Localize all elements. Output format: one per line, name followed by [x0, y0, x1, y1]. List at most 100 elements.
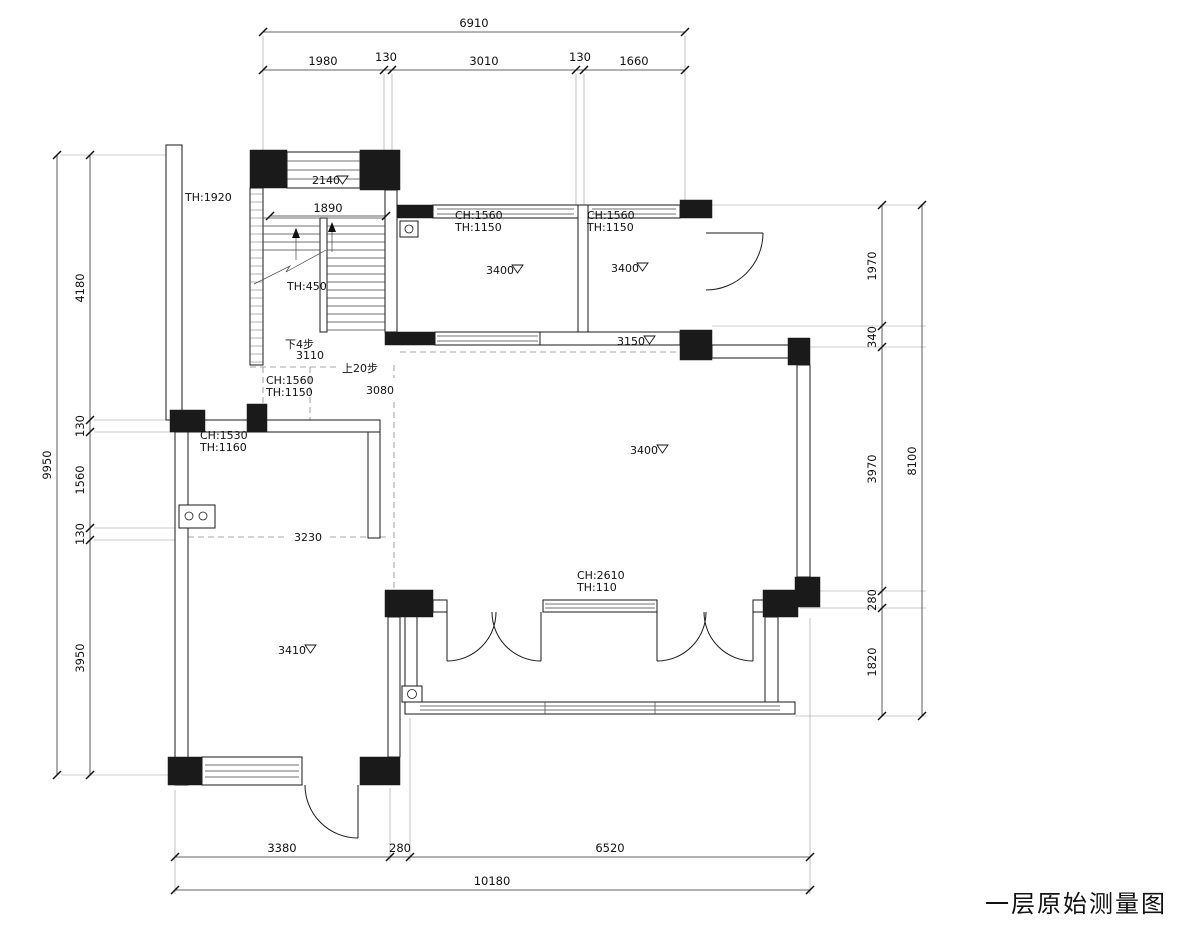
- label-th1920: TH:1920: [184, 191, 232, 204]
- kitchen-right-wall: [367, 431, 381, 539]
- bottom-room-door: [304, 784, 359, 839]
- dim-left-seg-5: 3950: [73, 643, 87, 672]
- drawing-title: 一层原始测量图: [985, 890, 1167, 918]
- column: [679, 199, 713, 219]
- stair-stringer: [319, 217, 328, 333]
- dim-left-seg-1: 4180: [73, 273, 87, 302]
- label-main-level: 3400: [630, 444, 658, 457]
- dim-right-seg-4: 280: [865, 589, 879, 611]
- doors: [304, 232, 764, 839]
- dim-right-seg-1: 1970: [865, 251, 879, 280]
- fixtures: [178, 220, 423, 703]
- dim-left-seg-3: 1560: [73, 465, 87, 494]
- stair-arrow-head: [292, 228, 300, 238]
- main-top-wall: [539, 331, 681, 346]
- dim-bottom-seg-2: 280: [389, 841, 411, 855]
- label-kitchen-th: TH:1160: [199, 441, 247, 454]
- level-marker-icon: [304, 644, 317, 654]
- label-room2-level: 3400: [611, 262, 639, 275]
- kitchen-sink: [178, 504, 216, 529]
- label-room1-level: 3400: [486, 264, 514, 277]
- dim-bottom-seg-1: 3380: [267, 841, 296, 855]
- annotations: TH:1920 2140 TH:450 下4步 3110 上20步 CH:156…: [184, 174, 669, 657]
- dim-top-seg-5: 1660: [619, 54, 648, 68]
- stairs: 1890: [253, 201, 391, 333]
- window-room1-top: [432, 204, 579, 219]
- entry-door: [705, 232, 764, 291]
- french-door-right: [656, 611, 754, 662]
- dim-top-seg-4: 130: [569, 50, 591, 64]
- label-3150: 3150: [617, 335, 645, 348]
- column: [246, 403, 268, 433]
- label-3110: 3110: [296, 349, 324, 362]
- level-marker-icon: [643, 335, 656, 345]
- stair-arrow-head-2: [328, 222, 336, 232]
- column: [169, 409, 206, 433]
- dim-stair-width: 1890: [313, 201, 342, 215]
- column: [679, 329, 713, 361]
- french-door-left: [446, 611, 542, 662]
- label-room2-th: TH:1150: [586, 221, 634, 234]
- level-marker-icon: [511, 264, 524, 274]
- label-understair-ch: CH:1560: [266, 374, 314, 387]
- column: [359, 756, 401, 786]
- label-up-20-steps: 上20步: [342, 362, 378, 375]
- label-bottom-room-level: 3410: [278, 644, 306, 657]
- stair-treads-right: [327, 217, 385, 331]
- column: [787, 337, 811, 366]
- label-room2-ch: CH:1560: [587, 209, 635, 222]
- label-3080: 3080: [366, 384, 394, 397]
- window-terrace-middle: [542, 599, 658, 613]
- dim-left-seg-4: 130: [73, 523, 87, 545]
- main-right-wall: [796, 364, 811, 578]
- reference-dashed-lines: [188, 351, 700, 600]
- label-3230: 3230: [294, 531, 322, 544]
- stair-break-line: [253, 249, 327, 285]
- label-room1-ch: CH:1560: [455, 209, 503, 222]
- exterior-left-upper-wall: [165, 144, 183, 421]
- label-understair-th: TH:1150: [265, 386, 313, 399]
- dim-bottom-seg-3: 6520: [595, 841, 624, 855]
- column: [167, 756, 203, 786]
- dim-right-seg-5: 1820: [865, 647, 879, 676]
- dimension-left: 9950 4180 130 1560 130 3950: [40, 150, 180, 780]
- room1-fixture: [399, 220, 419, 238]
- dim-left-seg-2: 130: [73, 415, 87, 437]
- label-room1-th: TH:1150: [454, 221, 502, 234]
- bottom-room-right-wall: [387, 616, 401, 758]
- dimension-bottom: 3380 280 6520 10180: [170, 618, 815, 895]
- column: [384, 589, 434, 618]
- terrace-drain: [401, 685, 423, 703]
- label-terrace-th: TH:110: [576, 581, 617, 594]
- column: [396, 204, 434, 219]
- wall-hatch: [250, 193, 263, 363]
- label-level-2140: 2140: [312, 174, 340, 187]
- level-marker-icon: [336, 175, 349, 185]
- dim-top-seg-2: 130: [375, 50, 397, 64]
- label-down-4-steps: 下4步: [285, 338, 314, 351]
- column: [359, 149, 401, 191]
- window-room2-top: [587, 204, 681, 219]
- dim-top-seg-3: 3010: [469, 54, 498, 68]
- dim-right-overall: 8100: [905, 446, 919, 475]
- column: [249, 149, 288, 189]
- column: [762, 589, 799, 618]
- dim-right-seg-2: 340: [865, 326, 879, 348]
- dim-top-overall: 6910: [459, 16, 488, 30]
- walls: [165, 144, 811, 786]
- column: [384, 331, 436, 346]
- windows: [201, 151, 796, 786]
- dimension-top: 6910 1980 130 3010 130 1660: [258, 16, 690, 205]
- terrace-right-wall: [764, 616, 779, 715]
- columns: [167, 149, 821, 786]
- column: [794, 576, 821, 608]
- dim-bottom-overall: 10180: [474, 874, 511, 888]
- stair-treads-left: [263, 217, 320, 251]
- exterior-left-lower-wall: [174, 431, 189, 786]
- terrace-top-stub-left: [432, 599, 448, 613]
- stair-room-right-wall: [384, 189, 398, 333]
- window-terrace-bottom: [404, 701, 796, 715]
- label-terrace-ch: CH:2610: [577, 569, 625, 582]
- label-kitchen-ch: CH:1530: [200, 429, 248, 442]
